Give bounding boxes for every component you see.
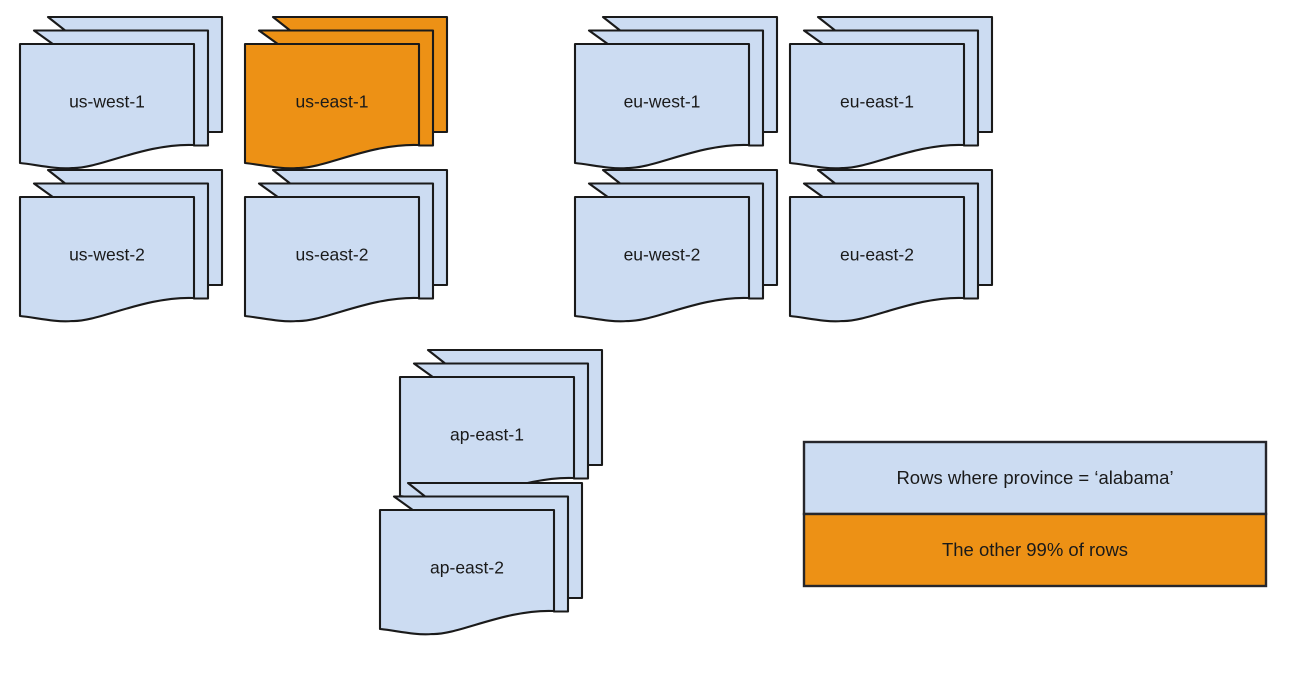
stack-label-us-east-1: us-east-1 [296, 92, 369, 112]
legend-label-legend-highlight: The other 99% of rows [942, 539, 1128, 560]
region-stack-us-east-2[interactable]: us-east-2 [243, 168, 449, 323]
region-stack-eu-east-1[interactable]: eu-east-1 [788, 15, 994, 170]
region-stack-us-west-1[interactable]: us-west-1 [18, 15, 224, 170]
stack-page-front [378, 508, 556, 636]
region-stack-eu-east-2[interactable]: eu-east-2 [788, 168, 994, 323]
region-stack-eu-west-1[interactable]: eu-west-1 [573, 15, 779, 170]
stack-label-eu-west-1: eu-west-1 [624, 92, 701, 112]
stack-page-front [18, 195, 196, 323]
stack-page-front [788, 42, 966, 170]
stack-label-ap-east-2: ap-east-2 [430, 558, 504, 578]
region-stack-ap-east-2[interactable]: ap-east-2 [378, 481, 584, 636]
stack-page-front [573, 195, 751, 323]
stack-label-us-west-2: us-west-2 [69, 245, 145, 265]
region-stack-us-west-2[interactable]: us-west-2 [18, 168, 224, 323]
legend-label-legend-normal: Rows where province = ‘alabama’ [896, 467, 1173, 488]
stack-page-front [243, 42, 421, 170]
stack-label-us-west-1: us-west-1 [69, 92, 145, 112]
stacks-layer: us-west-1 us-east-1 eu-west-1 eu-east-1 us-w… [18, 15, 994, 636]
region-stack-ap-east-1[interactable]: ap-east-1 [398, 348, 604, 503]
stack-label-eu-east-1: eu-east-1 [840, 92, 914, 112]
stack-label-eu-east-2: eu-east-2 [840, 245, 914, 265]
region-stack-us-east-1[interactable]: us-east-1 [243, 15, 449, 170]
legend-swatch-legend-normal [802, 440, 1268, 516]
stack-label-ap-east-1: ap-east-1 [450, 425, 524, 445]
stack-page-front [573, 42, 751, 170]
legend-swatch-legend-highlight [802, 512, 1268, 588]
stack-page-front [788, 195, 966, 323]
stack-label-eu-west-2: eu-west-2 [624, 245, 701, 265]
stack-label-us-east-2: us-east-2 [296, 245, 369, 265]
stack-page-front [243, 195, 421, 323]
legend-layer: Rows where province = ‘alabama’ The other… [802, 440, 1268, 588]
region-stack-eu-west-2[interactable]: eu-west-2 [573, 168, 779, 323]
stack-page-front [18, 42, 196, 170]
